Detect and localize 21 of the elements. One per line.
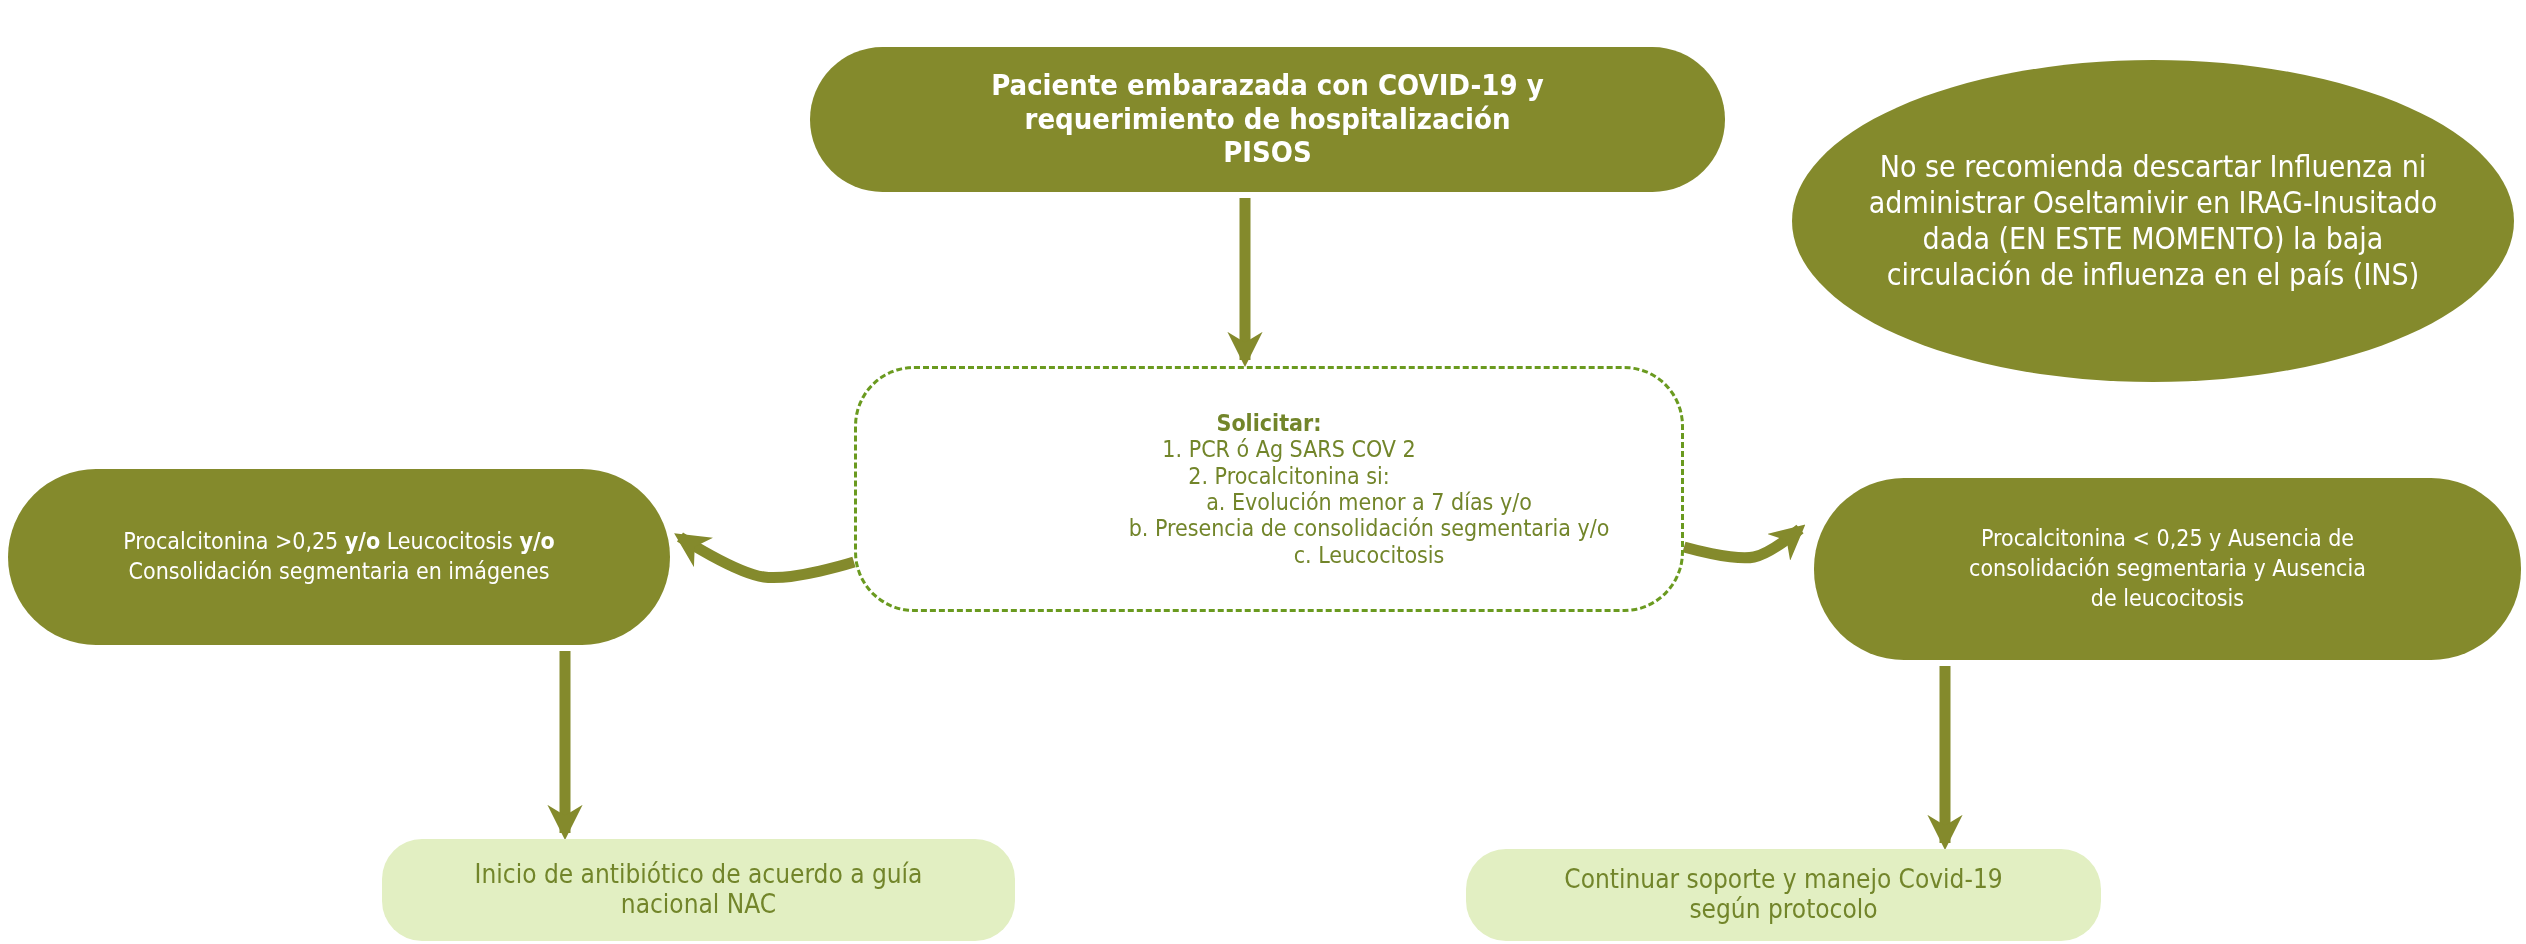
list-item: b. Presencia de consolidación segmentaria y/o xyxy=(1127,515,1611,542)
arrow xyxy=(1927,666,1963,851)
list-item: 2. Procalcitonina si: xyxy=(1187,462,1391,489)
arrow xyxy=(1227,198,1263,368)
result-box xyxy=(382,839,1015,941)
node-text: PISOS xyxy=(1223,136,1312,170)
node-text: Procalcitonina >0,25 y/o Leucocitosis y/o Consolidación segmentaria en imágenes xyxy=(122,527,556,586)
list-item: a. Evolución menor a 7 días y/o xyxy=(1205,489,1533,516)
node-text: Paciente embarazada con COVID-19 y requerimiento de hospitalización xyxy=(990,69,1545,137)
node-text: Inicio de antibiótico de acuerdo a guía nacional NAC xyxy=(473,860,924,920)
arrow xyxy=(674,532,856,584)
list-item: 1. PCR ó Ag SARS COV 2 xyxy=(1161,436,1417,463)
arrow xyxy=(1682,524,1806,564)
arrow xyxy=(547,651,583,841)
node-text: Procalcitonina < 0,25 y Ausencia de consolidación segmentaria y Ausencia de leucocitosis xyxy=(1968,524,2367,613)
list-item: c. Leucocitosis xyxy=(1292,541,1446,569)
node-text: Continuar soporte y manejo Covid-19 según protocolo xyxy=(1563,865,2004,925)
node-text: No se recomienda descartar Influenza ni administrar Oseltamivir en IRAG-Inusitado dada (EN ESTE MOMENTO) la baja circulación de influenza en el país (INS) xyxy=(1867,149,2439,293)
request-box xyxy=(854,366,1684,612)
heading: Solicitar: xyxy=(1215,409,1323,437)
result-box xyxy=(1466,849,2101,941)
